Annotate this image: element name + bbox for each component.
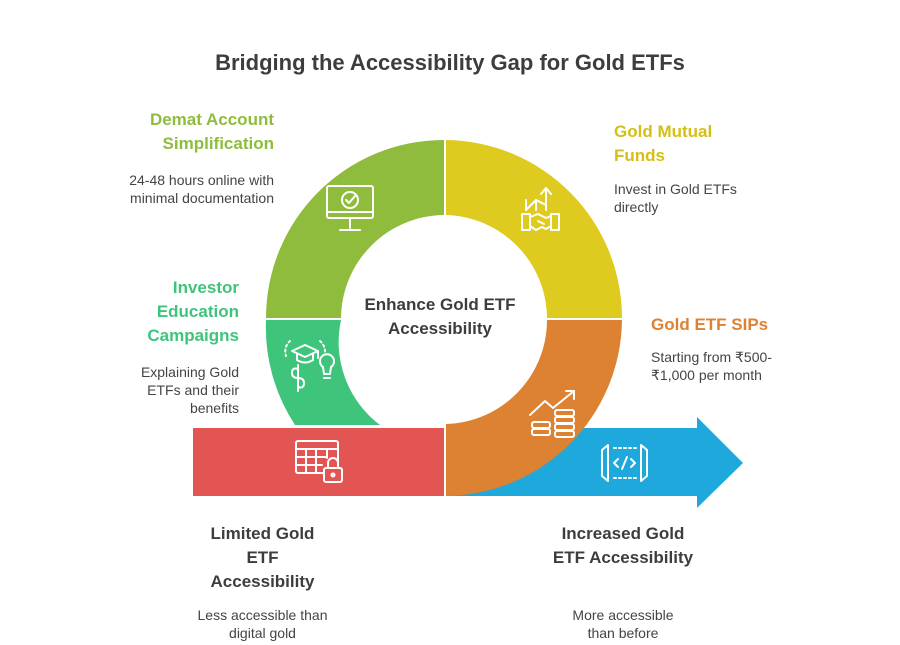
end-desc: More accessible than before	[572, 607, 674, 641]
end-label: Increased Gold ETF Accessibility	[552, 524, 694, 567]
coins-growth-icon	[529, 390, 575, 438]
monitor-check-icon	[326, 185, 374, 231]
handshake-growth-icon	[521, 187, 560, 231]
table-lock-icon	[295, 440, 343, 483]
segment-sips	[446, 320, 622, 496]
education-desc: Explaining Gold ETFs and their benefits	[140, 364, 239, 416]
start-label: Limited Gold ETF Accessibility	[210, 524, 315, 591]
diagram-title: Bridging the Accessibility Gap for Gold …	[215, 50, 685, 75]
sips-desc: Starting from ₹500-₹1,000 per month	[651, 349, 772, 383]
demat-desc: 24-48 hours online with minimal document…	[129, 172, 274, 206]
start-desc: Less accessible than digital gold	[197, 607, 328, 641]
sips-label: Gold ETF SIPs	[651, 315, 769, 334]
center-label: Enhance Gold ETF Accessibility	[364, 295, 516, 338]
demat-label: Demat Account Simplification	[149, 110, 274, 153]
education-label: Investor Education Campaigns	[147, 278, 239, 345]
code-portal-icon	[601, 444, 648, 482]
mutual-funds-label: Gold Mutual Funds	[614, 122, 713, 165]
mutual-funds-desc: Invest in Gold ETFs directly	[614, 181, 737, 215]
graduation-money-idea-icon	[284, 340, 335, 392]
segment-start-bar	[193, 428, 444, 496]
